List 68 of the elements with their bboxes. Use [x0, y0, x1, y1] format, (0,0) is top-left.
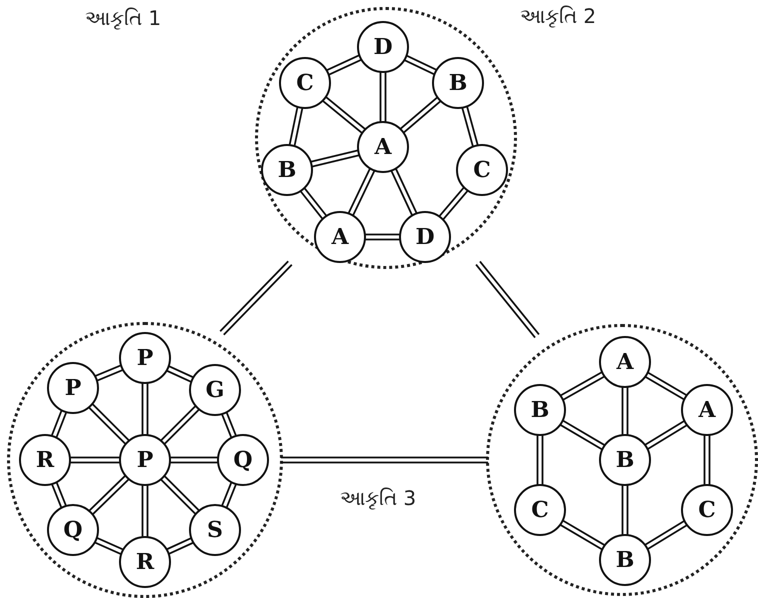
letter-circle: C — [456, 144, 508, 196]
letter-circle: P — [47, 362, 99, 414]
double-line — [299, 186, 328, 221]
letter-circle: P — [119, 434, 171, 486]
letter-circle: A — [599, 336, 651, 388]
letter-circle: S — [189, 504, 241, 556]
dotted-circle — [486, 324, 758, 596]
double-line — [50, 408, 68, 440]
double-line — [402, 54, 438, 76]
letter-circle: B — [514, 384, 566, 436]
letter-circle: C — [514, 484, 566, 536]
double-line — [324, 54, 364, 76]
letter-circle: B — [261, 144, 313, 196]
figure-label: આકૃતિ 1 — [85, 6, 162, 30]
double-line — [288, 105, 304, 148]
double-line — [380, 70, 386, 124]
letter-circle: A — [681, 384, 733, 436]
double-line — [142, 483, 148, 539]
letter-circle: Q — [217, 434, 269, 486]
double-line — [142, 381, 148, 437]
double-line — [164, 364, 196, 384]
double-line — [93, 364, 125, 382]
double-line — [88, 474, 130, 516]
letter-circle: B — [432, 57, 484, 109]
dotted-circle — [7, 322, 283, 598]
figure-label: આકૃતિ 3 — [340, 486, 416, 510]
double-line — [280, 456, 489, 464]
letter-circle: B — [599, 434, 651, 486]
dotted-circle — [255, 7, 517, 269]
double-line — [390, 166, 418, 218]
letter-circle: R — [119, 536, 171, 588]
double-line — [398, 96, 442, 134]
double-line — [461, 104, 479, 148]
letter-circle: C — [681, 484, 733, 536]
double-line — [644, 371, 688, 401]
letter-circle: B — [599, 534, 651, 586]
letter-circle: R — [19, 434, 71, 486]
double-line — [219, 260, 293, 336]
figure-label: આકૃતિ 2 — [520, 4, 596, 28]
letter-circle: G — [189, 364, 241, 416]
double-line — [704, 433, 710, 487]
double-line — [643, 419, 689, 451]
double-line — [220, 480, 238, 510]
letter-circle: D — [357, 21, 409, 73]
double-line — [321, 95, 367, 135]
double-line — [159, 404, 201, 446]
letter-circle: A — [357, 121, 409, 173]
double-line — [536, 433, 544, 487]
double-line — [622, 483, 628, 537]
double-line — [643, 519, 689, 551]
double-line — [558, 419, 606, 451]
double-line — [558, 519, 606, 551]
double-line — [622, 385, 628, 437]
double-line — [50, 480, 68, 510]
double-line — [93, 536, 125, 556]
double-line — [159, 474, 201, 516]
double-line — [438, 186, 470, 222]
double-line — [87, 402, 131, 446]
double-line — [558, 370, 606, 402]
double-line — [347, 166, 376, 218]
letter-circle: P — [119, 332, 171, 384]
letter-circle: A — [314, 211, 366, 263]
letter-circle: C — [279, 57, 331, 109]
letter-circle: Q — [47, 504, 99, 556]
double-line — [475, 260, 540, 338]
letter-circle: D — [399, 211, 451, 263]
double-line — [164, 536, 196, 556]
double-line — [220, 410, 238, 440]
